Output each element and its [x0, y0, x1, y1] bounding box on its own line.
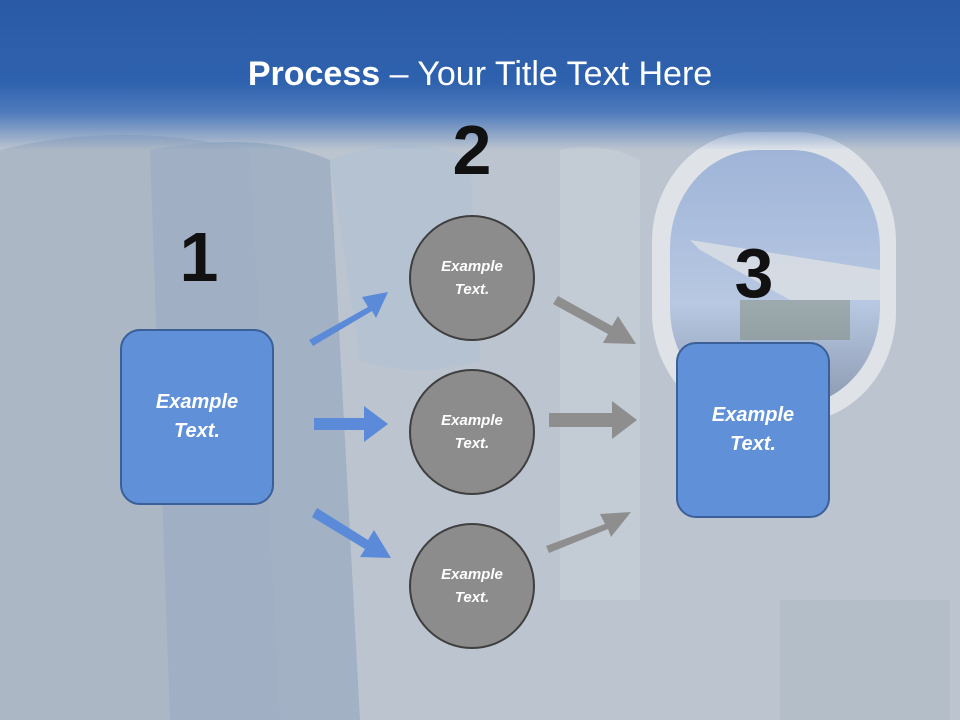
arrow-blue-up	[309, 292, 388, 346]
title-banner	[0, 0, 960, 150]
step-number-3: 3	[734, 234, 774, 312]
step-3-box: Example Text.	[676, 342, 830, 518]
step-number-2: 2	[452, 111, 492, 189]
arrow-gray-down	[553, 296, 636, 344]
step-2-circle-top: Example Text.	[409, 215, 535, 341]
step-2-circle-bottom: Example Text.	[409, 523, 535, 649]
title-rest: – Your Title Text Here	[380, 55, 713, 93]
arrow-blue-middle	[314, 406, 388, 442]
arrow-gray-middle	[549, 401, 637, 439]
title-bold: Process	[247, 55, 381, 93]
page-title: Process – Your Title Text Here	[0, 52, 960, 96]
arrow-gray-up	[546, 512, 631, 553]
arrow-blue-down	[312, 508, 391, 558]
step-number-1: 1	[179, 218, 219, 296]
step-1-box: Example Text.	[120, 329, 274, 505]
step-2-circle-middle: Example Text.	[409, 369, 535, 495]
